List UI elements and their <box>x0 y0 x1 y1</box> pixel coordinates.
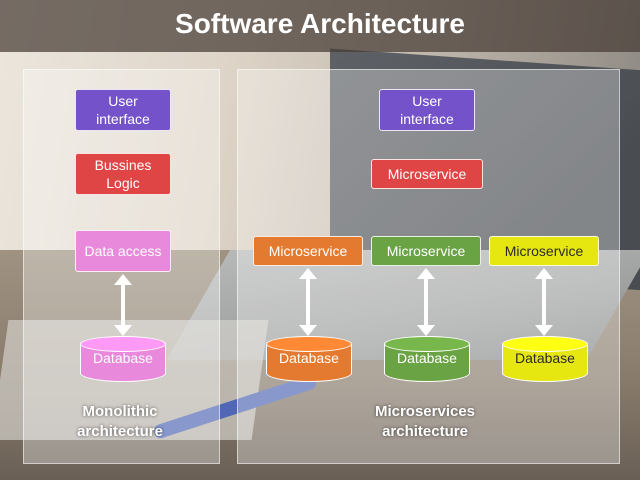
micro-service-3-arrow <box>532 268 556 336</box>
micro-service-1-arrow <box>296 268 320 336</box>
micro-database-1-label: Database <box>279 350 339 366</box>
monolithic-panel <box>23 69 220 464</box>
micro-database-1-cylinder: Database <box>266 336 352 382</box>
monolithic-caption-line2: architecture <box>77 423 163 441</box>
mono-database-label: Database <box>93 350 153 366</box>
micro-service-2-arrow <box>414 268 438 336</box>
microservices-panel <box>237 69 620 464</box>
slide-title: Software Architecture <box>175 8 465 39</box>
mono-business-logic-box: Bussines Logic <box>75 153 171 195</box>
micro-database-3-cylinder: Database <box>502 336 588 382</box>
mono-user-interface-box: User interface <box>75 89 171 131</box>
micro-database-2-label: Database <box>397 350 457 366</box>
monolithic-caption-line1: Monolithic <box>82 403 158 420</box>
micro-database-2-cylinder: Database <box>384 336 470 382</box>
microservices-caption-line1: Microservices <box>374 403 476 420</box>
monolithic-caption: Monolithic architecture <box>50 402 190 443</box>
micro-service-1-box: Microservice <box>253 236 363 266</box>
microservices-caption-line2: architecture <box>382 423 468 441</box>
microservices-caption: Microservices architecture <box>345 402 505 443</box>
title-bar: Software Architecture <box>0 0 640 52</box>
mono-data-arrow <box>111 274 135 336</box>
mono-data-access-box: Data access <box>75 230 171 272</box>
micro-user-interface-box: User interface <box>379 89 475 131</box>
mono-database-cylinder: Database <box>80 336 166 382</box>
micro-database-3-label: Database <box>515 350 575 366</box>
micro-service-2-box: Microservice <box>371 236 481 266</box>
micro-service-3-box: Microservice <box>489 236 599 266</box>
micro-gateway-service-box: Microservice <box>371 159 483 189</box>
